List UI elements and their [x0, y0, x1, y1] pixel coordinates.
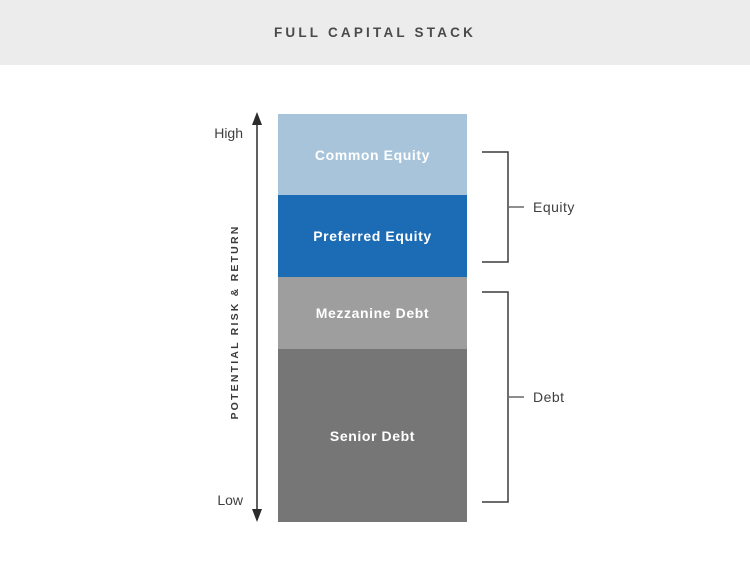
risk-return-axis-arrow — [252, 112, 262, 522]
debt-bracket — [482, 291, 524, 503]
segment-preferred-equity: Preferred Equity — [278, 195, 467, 277]
segment-preferred-equity-label: Preferred Equity — [313, 228, 432, 244]
equity-bracket-line — [482, 151, 509, 263]
equity-bracket — [482, 151, 524, 263]
capital-stack-column: Common Equity Preferred Equity Mezzanine… — [278, 114, 467, 522]
segment-senior-debt-label: Senior Debt — [329, 427, 416, 444]
arrowhead-down-icon — [252, 509, 262, 522]
page-title: FULL CAPITAL STACK — [273, 25, 477, 40]
segment-common-equity-label: Common Equity — [314, 146, 431, 163]
axis-title-rotated: POTENTIAL RISK & RETURN — [229, 224, 241, 420]
debt-group-label: Debt — [533, 389, 565, 405]
capital-stack-diagram: High Low POTENTIAL RISK & RETURN Common … — [0, 65, 750, 576]
segment-common-equity: Common Equity — [278, 114, 467, 195]
segment-mezzanine-debt: Mezzanine Debt — [278, 277, 467, 349]
segment-mezzanine-debt-label: Mezzanine Debt — [315, 305, 430, 321]
header-band: FULL CAPITAL STACK — [0, 0, 750, 65]
equity-group-label: Equity — [533, 199, 575, 215]
debt-bracket-line — [482, 291, 509, 503]
segment-senior-debt: Senior Debt — [278, 349, 467, 522]
axis-low-label: Low — [217, 492, 243, 508]
axis-high-label: High — [214, 125, 243, 141]
arrowhead-up-icon — [252, 112, 262, 125]
